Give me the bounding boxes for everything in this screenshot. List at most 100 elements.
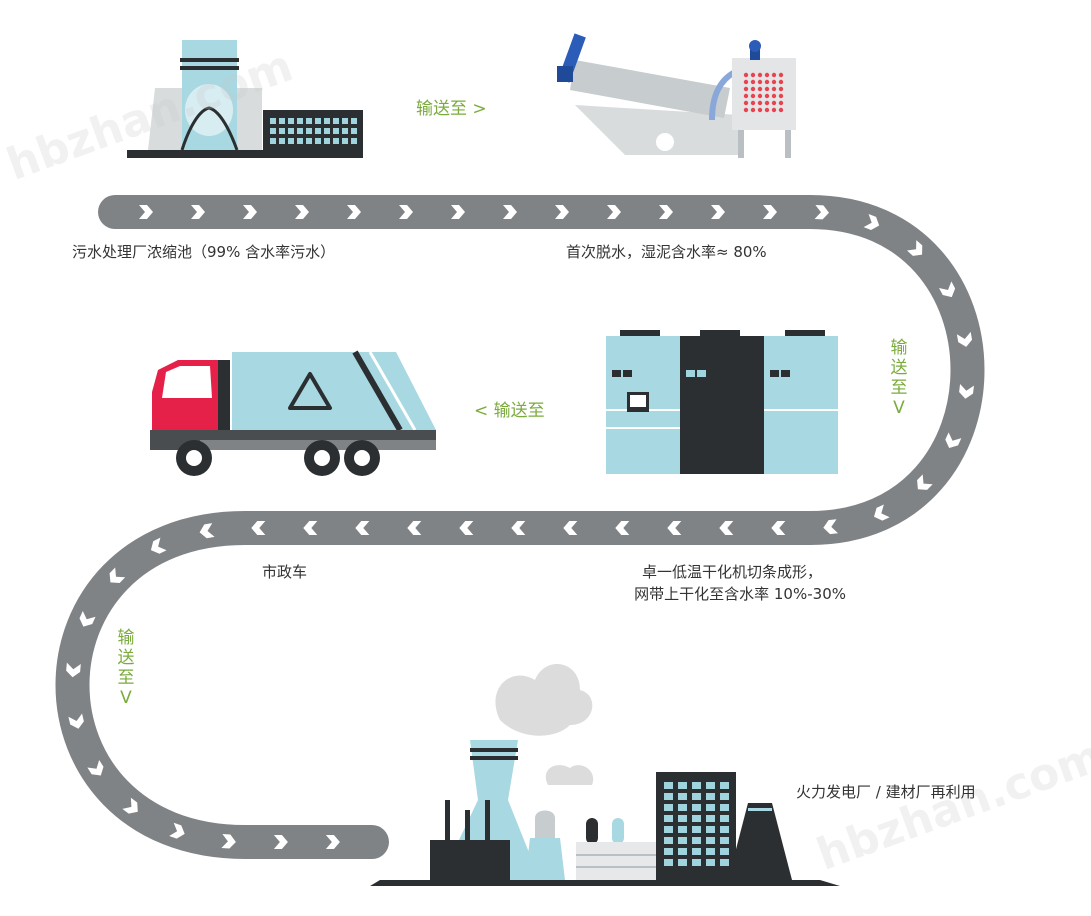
- window: [306, 128, 312, 134]
- window: [297, 138, 303, 144]
- chevron-arrow-icon: [191, 205, 205, 219]
- chevron-arrow-icon: [771, 521, 786, 535]
- chevron-arrow-icon: [87, 759, 104, 776]
- chevron-arrow-icon: [563, 521, 578, 535]
- stage-label-truck: 市政车: [262, 563, 308, 581]
- chevron-arrow-icon: [295, 205, 309, 219]
- window: [678, 804, 687, 811]
- chevron-arrow-icon: [169, 822, 185, 839]
- window: [664, 804, 673, 811]
- chevron-arrow-icon: [939, 281, 956, 298]
- window: [720, 848, 729, 855]
- transfer-label-top: 输送至 >: [416, 99, 487, 119]
- chevron-arrow-icon: [917, 474, 933, 490]
- chevron-arrow-icon: [221, 834, 236, 849]
- window: [720, 826, 729, 833]
- transfer-char: 输: [890, 338, 908, 358]
- transfer-char: 至: [890, 378, 908, 398]
- indicator-dot: [764, 100, 770, 106]
- chevron-arrow-icon: [459, 521, 474, 535]
- indicator-dot: [757, 79, 763, 85]
- chevron-arrow-icon: [303, 521, 318, 535]
- window: [664, 848, 673, 855]
- window: [706, 815, 715, 822]
- indicator-dot: [757, 72, 763, 78]
- indicator-dot: [743, 100, 749, 106]
- window: [315, 138, 321, 144]
- window: [297, 128, 303, 134]
- window: [342, 128, 348, 134]
- transfer-char: 输: [117, 628, 135, 648]
- stage-label-dryer-line2: 网带上干化至含水率 10%-30%: [634, 585, 846, 603]
- indicator-dot: [750, 93, 756, 99]
- chevron-arrow-icon: [273, 835, 288, 849]
- window: [315, 118, 321, 124]
- chevron-arrow-icon: [451, 205, 465, 219]
- window: [288, 138, 294, 144]
- indicator-dot: [764, 72, 770, 78]
- window: [664, 837, 673, 844]
- chevron-arrow-icon: [615, 521, 630, 535]
- indicator-dot: [750, 72, 756, 78]
- indicator-dot: [743, 86, 749, 92]
- window: [333, 128, 339, 134]
- window: [678, 782, 687, 789]
- chevron-arrow-icon: [199, 523, 215, 539]
- transfer-label-right-vertical: 输 送 至 V: [889, 338, 909, 418]
- window: [678, 793, 687, 800]
- indicator-dot: [771, 86, 777, 92]
- chevron-arrow-icon: [355, 521, 370, 535]
- chevron-arrow-icon: [763, 205, 777, 219]
- window: [706, 826, 715, 833]
- indicator-dot: [771, 100, 777, 106]
- transfer-char: 至: [117, 668, 135, 688]
- window: [720, 837, 729, 844]
- window: [270, 118, 276, 124]
- window: [692, 826, 701, 833]
- indicator-dot: [764, 79, 770, 85]
- indicator-dot: [757, 100, 763, 106]
- stage-label-dryer-line1: 卓一低温干化机切条成形，: [641, 563, 822, 581]
- window: [306, 118, 312, 124]
- indicator-dot: [778, 107, 784, 113]
- indicator-dot: [750, 86, 756, 92]
- chevron-arrow-icon: [607, 205, 621, 219]
- window: [678, 826, 687, 833]
- window: [692, 848, 701, 855]
- chevron-arrow-icon: [511, 521, 526, 535]
- indicator-dot: [750, 100, 756, 106]
- window: [720, 815, 729, 822]
- window: [692, 859, 701, 866]
- chevron-arrow-icon: [347, 205, 361, 219]
- belt-dryer-illustration: [606, 330, 838, 474]
- transfer-char: V: [893, 398, 905, 418]
- window: [720, 793, 729, 800]
- window: [664, 815, 673, 822]
- window: [720, 859, 729, 866]
- window: [351, 128, 357, 134]
- chevron-arrow-icon: [906, 240, 923, 256]
- window: [664, 782, 673, 789]
- recycle-icon: [288, 372, 332, 410]
- chevron-arrow-icon: [823, 519, 839, 535]
- indicator-dot: [750, 79, 756, 85]
- window: [342, 118, 348, 124]
- chevron-arrow-icon: [79, 610, 96, 627]
- chevron-arrow-icon: [325, 835, 340, 849]
- window: [706, 782, 715, 789]
- window: [324, 118, 330, 124]
- municipal-truck-illustration: [150, 350, 436, 476]
- indicator-dot: [743, 79, 749, 85]
- stage-label-plant: 火力发电厂 / 建材厂再利用: [796, 783, 976, 801]
- window: [720, 804, 729, 811]
- window: [664, 793, 673, 800]
- window: [664, 859, 673, 866]
- chevron-arrow-icon: [711, 205, 725, 219]
- transfer-char: V: [120, 688, 132, 708]
- chevron-arrow-icon: [555, 205, 569, 219]
- window: [706, 837, 715, 844]
- screw-press-illustration: [557, 33, 796, 158]
- window: [270, 138, 276, 144]
- chevron-arrow-icon: [243, 205, 257, 219]
